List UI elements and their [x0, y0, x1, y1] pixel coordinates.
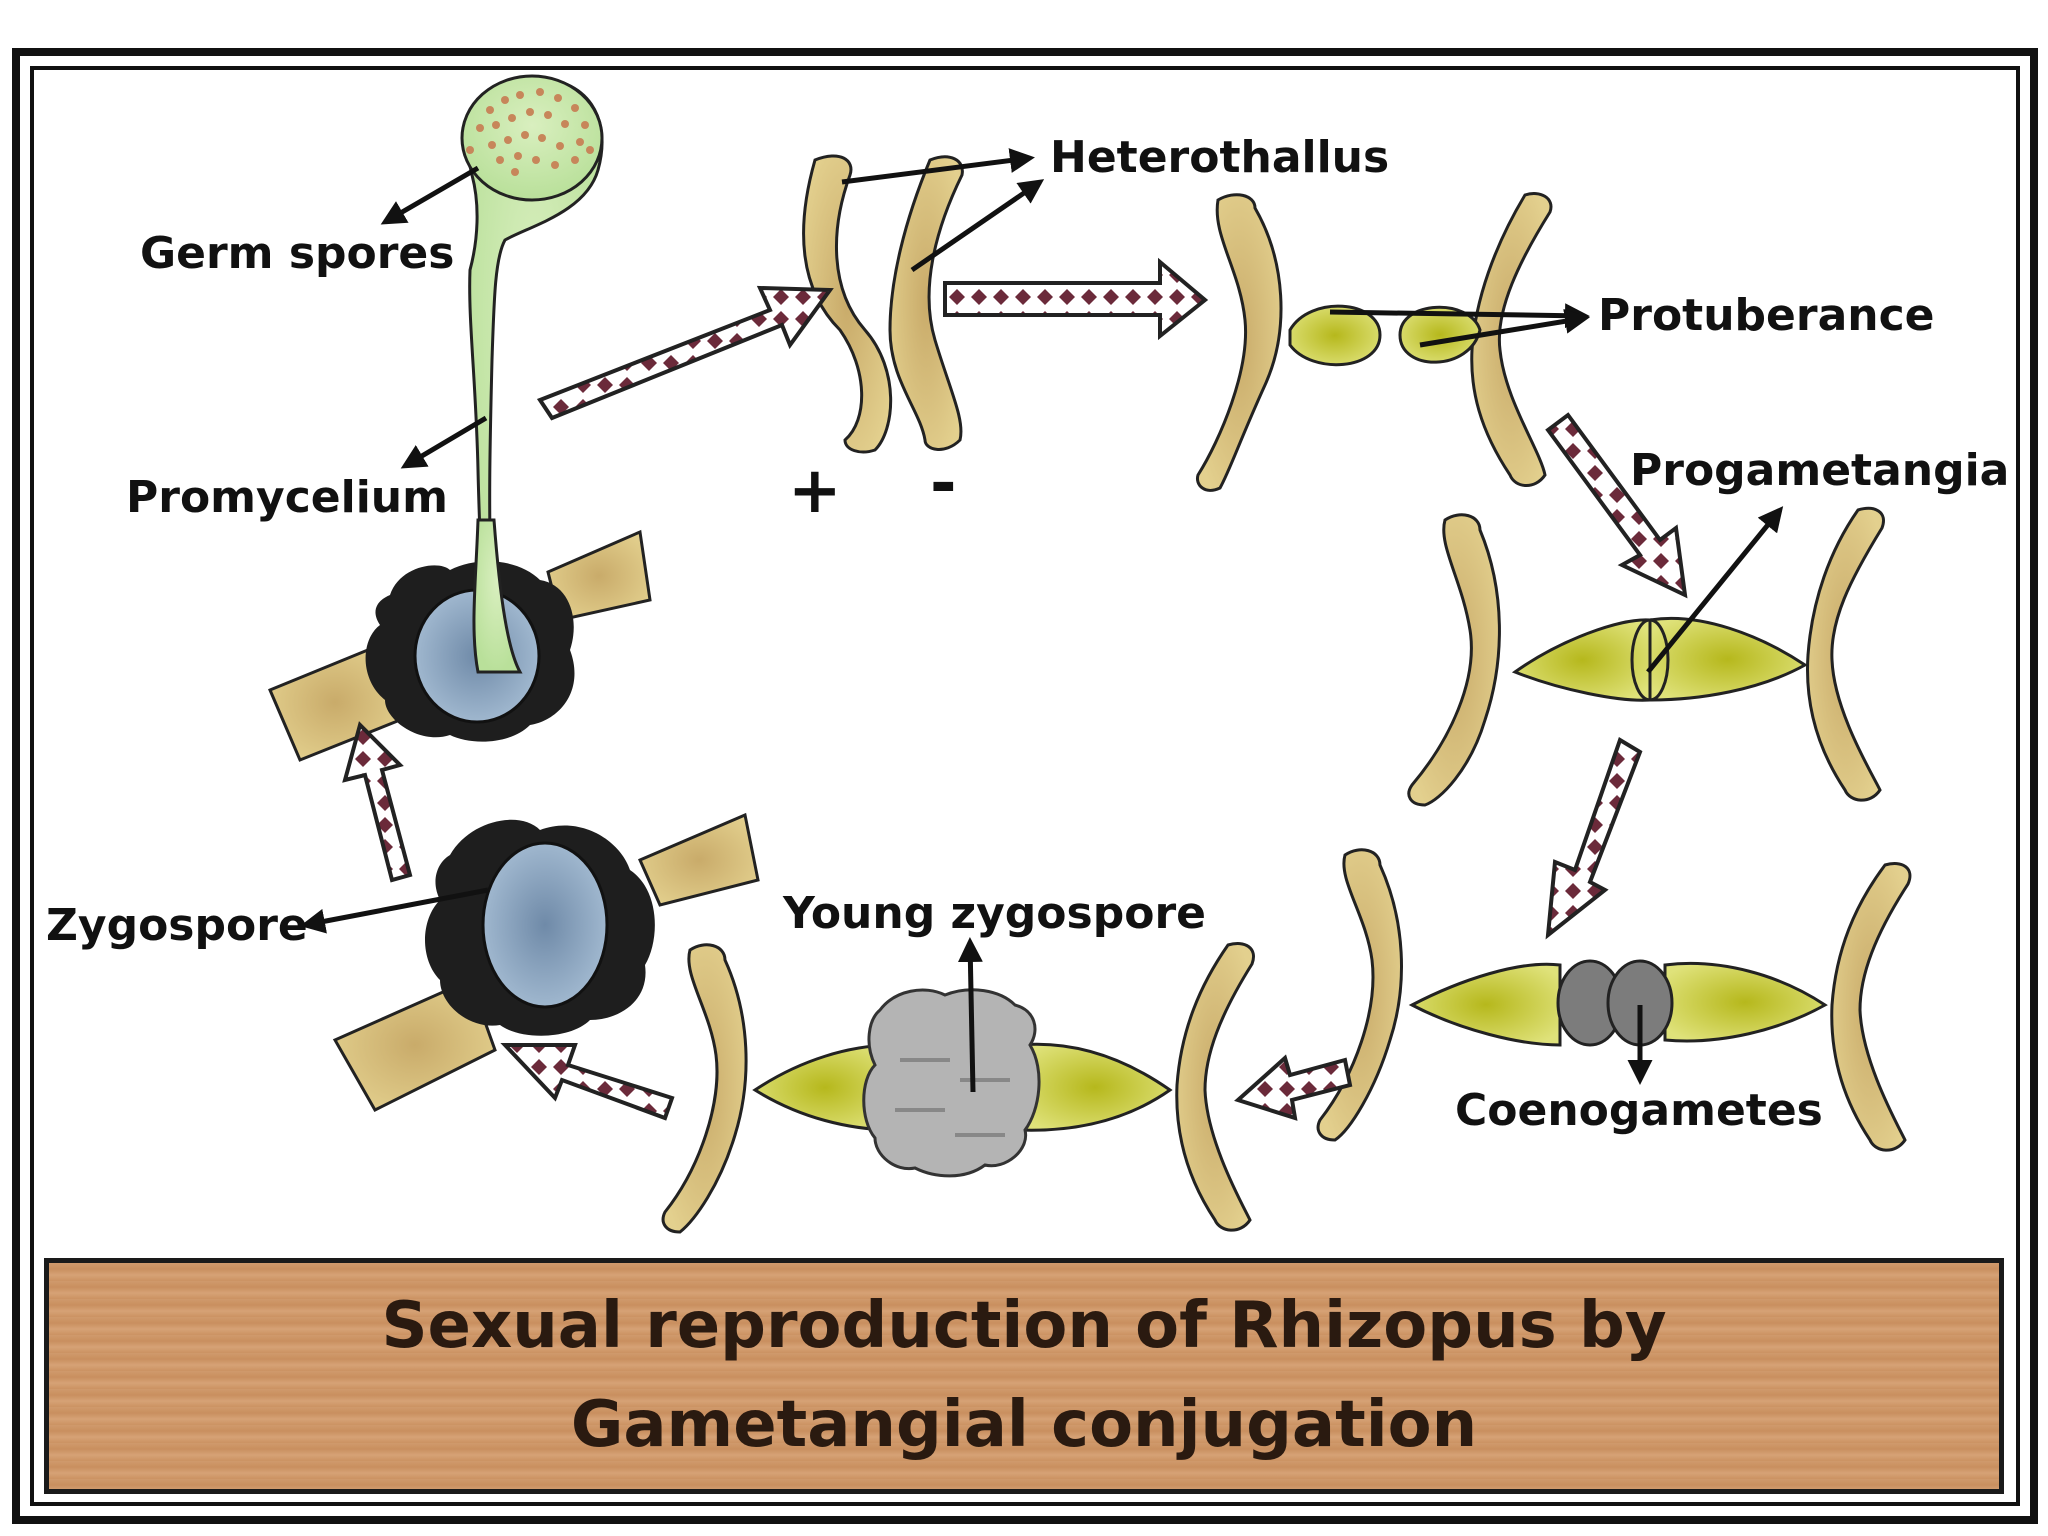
label-progametangia: Progametangia	[1630, 445, 2009, 496]
label-young-zygospore: Young zygospore	[782, 888, 1206, 939]
cycle-arrow-7	[342, 721, 413, 883]
label-protuberance: Protuberance	[1598, 290, 1935, 341]
cycle-arrow-4	[1545, 737, 1643, 940]
heterothallic-hyphae	[802, 154, 964, 454]
germinating-zygospore	[268, 518, 652, 762]
mature-zygospore	[332, 812, 760, 1112]
outer-frame	[12, 48, 2038, 1524]
cycle-arrow-6	[500, 1043, 675, 1121]
young-zygospore-stage	[661, 942, 1255, 1234]
caption-banner: Sexual reproduction of Rhizopus by Gamet…	[44, 1258, 2004, 1494]
label-coenogametes: Coenogametes	[1455, 1085, 1823, 1136]
label-plus: +	[788, 454, 842, 528]
coenogametes-stage	[1316, 848, 1912, 1152]
protuberance-stage	[1195, 192, 1553, 492]
cycle-arrow-5	[1234, 1054, 1353, 1121]
inner-frame	[30, 66, 2020, 1506]
diagram-caption: Sexual reproduction of Rhizopus by Gamet…	[381, 1288, 1667, 1462]
cycle-arrow-2	[943, 257, 1209, 341]
cycle-arrow-1	[536, 285, 834, 421]
germ-sporangium	[460, 74, 604, 678]
cycle-arrow-3	[1545, 412, 1688, 599]
label-germ-spores: Germ spores	[140, 228, 454, 279]
label-promycelium: Promycelium	[126, 472, 448, 523]
label-heterothallus: Heterothallus	[1050, 132, 1389, 183]
label-zygospore: Zygospore	[46, 900, 308, 951]
label-minus: -	[930, 447, 957, 521]
progametangia-stage	[1407, 506, 1885, 807]
